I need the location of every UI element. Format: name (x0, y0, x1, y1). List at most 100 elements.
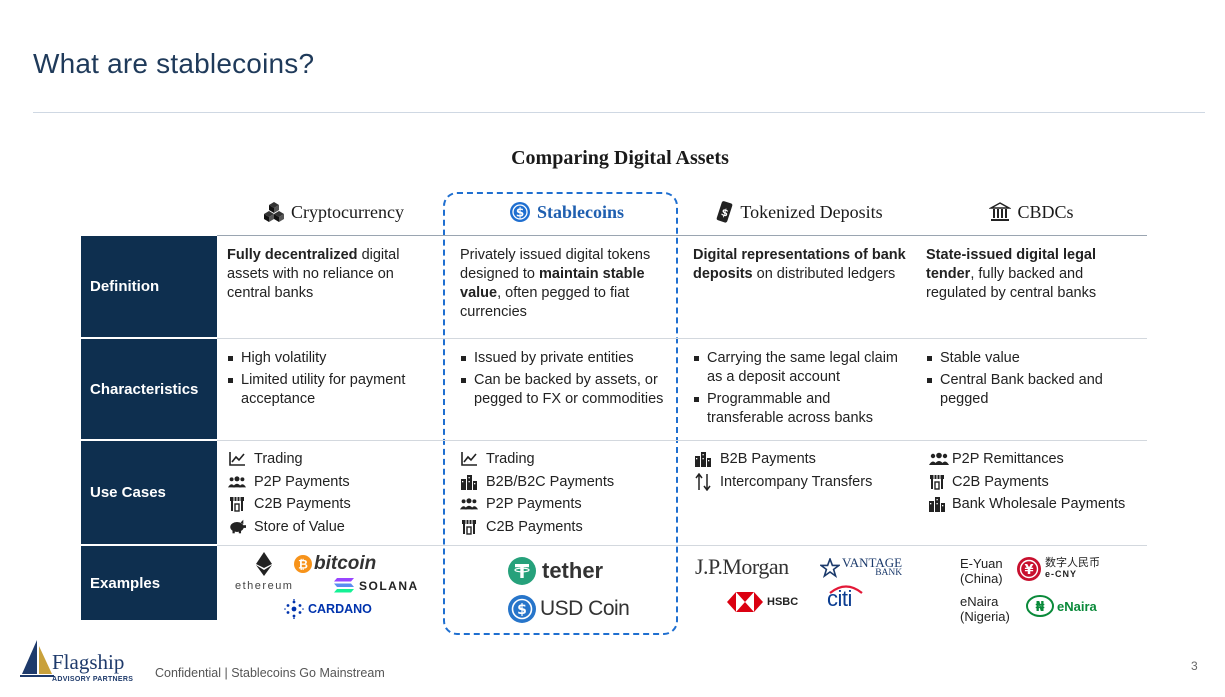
flagship-wordmark: Flagship (52, 650, 125, 674)
enaira-wordmark: eNaira (1057, 598, 1097, 614)
ecny-logo: ¥ 数字人民币 e-CNY (1016, 556, 1100, 582)
definition-stablecoins: Privately issued digital tokens designed… (460, 246, 672, 322)
table-subtitle: Comparing Digital Assets (511, 147, 729, 169)
svg-text:$: $ (517, 602, 527, 618)
svg-text:$: $ (720, 207, 730, 220)
definition-emphasis: Fully decentralized (227, 247, 358, 263)
eyuan-country: (China) (960, 571, 1003, 586)
footer-confidential: Confidential | Stablecoins Go Mainstream (155, 666, 385, 680)
list-item: Programmable and transferable across ban… (693, 390, 905, 428)
solana-wordmark: SOLANA (359, 578, 419, 593)
list-item: P2P Remittances (928, 448, 1143, 471)
definition-tokenized: Digital representations of bank deposits… (693, 246, 911, 284)
definition-emphasis: Digital representations of bank deposits (693, 247, 906, 282)
list-item: Bank Wholesale Payments (928, 493, 1143, 516)
buildings-icon (460, 474, 478, 490)
list-item: Trading (460, 448, 675, 471)
tokenized-card-icon: $ (717, 201, 733, 223)
list-item: Carrying the same legal claim as a depos… (693, 349, 905, 387)
characteristics-tokenized: Carrying the same legal claim as a depos… (693, 349, 905, 431)
ecny-coin-icon: ¥ (1017, 557, 1041, 581)
enaira-label: eNaira (Nigeria) (960, 594, 1010, 624)
use-case-label: Intercompany Transfers (720, 473, 873, 490)
row-label-characteristics: Characteristics (81, 339, 217, 439)
usdc-icon: $ (508, 595, 536, 623)
use-case-label: B2B/B2C Payments (486, 473, 615, 490)
row-label-use-cases: Use Cases (81, 441, 217, 544)
ethereum-icon (256, 552, 272, 576)
eyuan-name: E-Yuan (960, 556, 1003, 571)
flagship-tagline: ADVISORY PARTNERS (52, 676, 134, 683)
svg-text:¥: ¥ (1024, 563, 1033, 578)
trend-chart-icon (460, 451, 478, 467)
definition-text: digital assets with no reliance on centr… (227, 247, 400, 301)
usdc-wordmark: USD Coin (540, 597, 630, 620)
hsbc-wordmark: HSBC (767, 596, 799, 608)
definition-cbdc: State-issued digital legal tender, fully… (926, 246, 1138, 303)
definition-text: Privately issued digital tokens designed… (460, 247, 651, 282)
use-case-label: Bank Wholesale Payments (952, 496, 1126, 513)
stablecoin-highlight-box (443, 192, 678, 635)
people-icon (928, 452, 950, 466)
use-case-label: C2B Payments (952, 473, 1049, 490)
enaira-logo: ₦ eNaira (1026, 595, 1097, 617)
dollar-coin-icon: $ (509, 202, 530, 222)
use-cases-stablecoins: Trading B2B/B2C Payments P2P Payments C2… (460, 448, 675, 538)
use-cases-tokenized: B2B Payments Intercompany Transfers (694, 448, 909, 493)
svg-text:$: $ (516, 206, 524, 220)
transfer-arrows-icon (694, 472, 712, 491)
storefront-icon (928, 474, 946, 490)
trend-chart-icon (228, 451, 246, 467)
sailboat-icon (20, 640, 54, 677)
ethereum-wordmark: ethereum (235, 580, 294, 592)
buildings-icon (928, 496, 946, 513)
definition-text: on distributed ledgers (752, 266, 896, 282)
list-item: Stable value (926, 349, 1138, 368)
list-item: Store of Value (228, 516, 438, 539)
list-item: Can be backed by assets, or pegged to FX… (460, 371, 675, 409)
list-item: P2P Payments (460, 493, 675, 516)
cardano-icon (284, 599, 304, 619)
use-cases-cbdc: P2P Remittances C2B Payments Bank Wholes… (928, 448, 1143, 516)
list-item: C2B Payments (928, 471, 1143, 494)
vantage-wordmark: VANTAGE (842, 555, 903, 570)
usdc-logo: $ USD Coin (508, 595, 630, 623)
column-header-tokenized-deposits: $ Tokenized Deposits (683, 199, 916, 225)
list-item: Intercompany Transfers (694, 471, 909, 494)
column-header-label: Tokenized Deposits (740, 201, 883, 222)
svg-text:₦: ₦ (1035, 600, 1044, 615)
ecny-label: e-CNY (1045, 569, 1078, 579)
list-item: C2B Payments (460, 516, 675, 539)
bitcoin-icon: ₿ (294, 555, 312, 573)
column-header-stablecoins: $ Stablecoins (450, 199, 683, 225)
tether-wordmark: tether (542, 558, 604, 583)
column-header-cryptocurrency: Cryptocurrency (217, 199, 450, 225)
list-item: Central Bank backed and pegged (926, 371, 1138, 409)
row-divider (217, 338, 1147, 339)
row-divider (217, 440, 1147, 441)
use-case-label: P2P Payments (486, 496, 582, 513)
tether-logo: tether (508, 557, 603, 585)
use-case-label: Store of Value (254, 518, 345, 535)
row-divider (217, 545, 1147, 546)
naira-coin-icon: ₦ (1026, 595, 1054, 617)
tether-icon (508, 557, 536, 585)
storefront-icon (228, 496, 246, 512)
row-label-definition: Definition (81, 236, 217, 337)
vantage-bank-label: BANK (875, 568, 903, 578)
bitcoin-wordmark: bitcoin (314, 553, 377, 574)
ethereum-logo (256, 552, 272, 581)
column-header-cbdcs: CBDCs (916, 199, 1147, 225)
piggy-bank-icon (228, 519, 246, 535)
flagship-logo: Flagship ADVISORY PARTNERS (20, 638, 140, 690)
jpmorgan-logo: J.P.Morgan (695, 554, 789, 579)
hsbc-hexagon-icon (727, 592, 763, 612)
characteristics-stablecoins: Issued by private entities Can be backed… (460, 349, 675, 412)
title-divider (33, 112, 1205, 113)
header-divider (217, 235, 1147, 236)
characteristics-crypto: High volatility Limited utility for paym… (227, 349, 439, 412)
bitcoin-logo: ₿ bitcoin (294, 553, 376, 575)
column-header-label: CBDCs (1017, 201, 1074, 222)
use-case-label: C2B Payments (486, 518, 583, 535)
people-icon (460, 497, 478, 511)
